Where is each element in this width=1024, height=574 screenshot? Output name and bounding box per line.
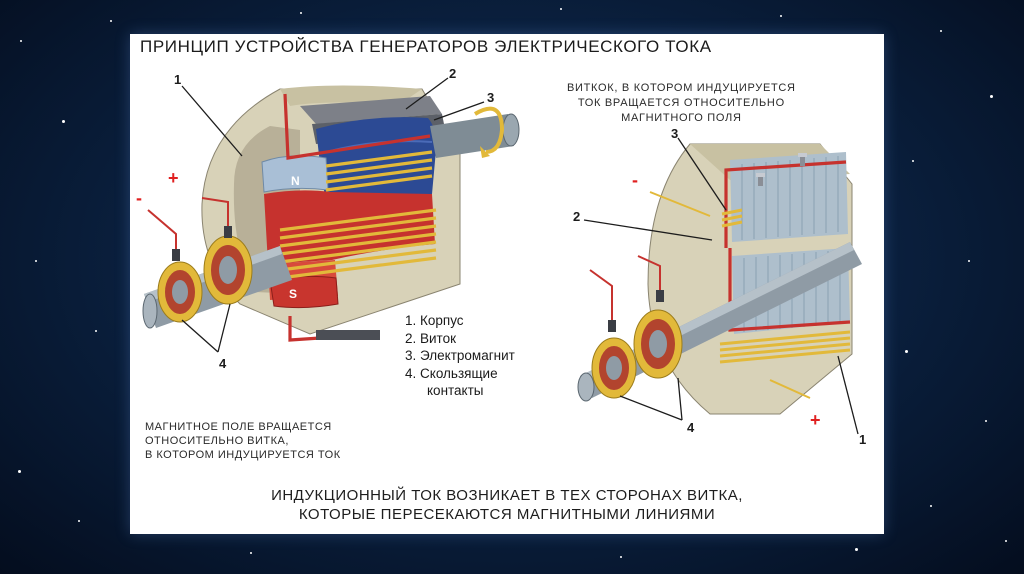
legend-item-coil: 2. Виток <box>405 330 457 346</box>
left-generator-illustration <box>142 77 520 353</box>
slide-title: ПРИНЦИП УСТРОЙСТВА ГЕНЕРАТОРОВ ЭЛЕКТРИЧЕ… <box>140 37 712 56</box>
slide-panel: ПРИНЦИП УСТРОЙСТВА ГЕНЕРАТОРОВ ЭЛЕКТРИЧЕ… <box>130 34 884 534</box>
right-generator-illustration <box>577 137 862 435</box>
legend-item-electromagnet: 3. Электромагнит <box>405 348 515 363</box>
left-label-2: 2 <box>449 66 457 81</box>
legend-item-housing: 1. Корпус <box>405 313 464 328</box>
right-label-4: 4 <box>687 420 695 435</box>
left-plus-sign: + <box>168 168 179 188</box>
left-caption: МАГНИТНОЕ ПОЛЕ ВРАЩАЕТСЯ ОТНОСИТЕЛЬНО ВИ… <box>145 421 341 461</box>
legend-item-contacts: 4. Скользящие <box>405 365 498 381</box>
right-label-1: 1 <box>859 432 867 447</box>
right-plus-sign: + <box>810 410 821 430</box>
right-label-2: 2 <box>573 209 581 224</box>
right-caption: ВИТКОК, В КОТОРОМ ИНДУЦИРУЕТСЯ ТОК ВРАЩА… <box>567 82 796 124</box>
left-label-4: 4 <box>219 356 227 371</box>
legend-item-contacts-cont: контакты <box>427 383 484 398</box>
north-pole-label: N <box>291 174 300 188</box>
generator-illustration <box>142 77 862 435</box>
left-label-1: 1 <box>174 72 182 87</box>
south-pole-label: S <box>289 287 298 301</box>
right-label-3: 3 <box>671 126 679 141</box>
footer-statement: ИНДУКЦИОННЫЙ ТОК ВОЗНИКАЕТ В ТЕХ СТОРОНА… <box>271 487 743 523</box>
legend: 1. Корпус 2. Виток 3. Электромагнит 4. С… <box>405 312 515 400</box>
right-minus-sign: - <box>632 170 638 190</box>
left-label-3: 3 <box>487 90 495 105</box>
left-minus-sign: - <box>136 188 142 208</box>
